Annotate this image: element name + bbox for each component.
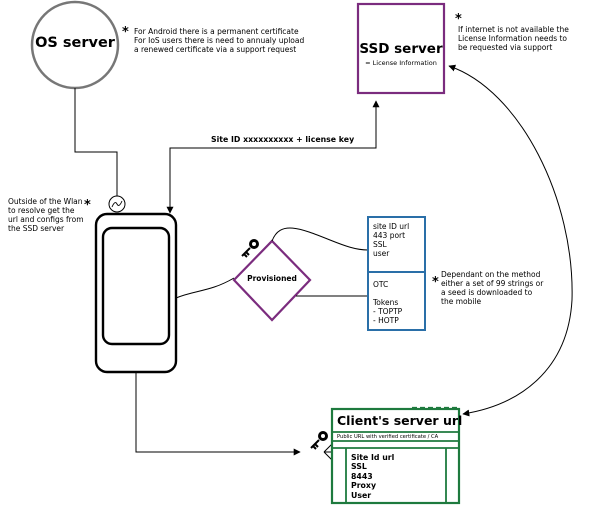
wlan-note-text: Outside of the Wlan to resolve get the u… [8, 197, 84, 233]
ssd-server-subtitle: = License Information [365, 59, 437, 67]
crows-foot-connector [323, 443, 333, 461]
client-key-icon [310, 431, 328, 450]
client-server-subtitle: Public URL with verified certificate / C… [337, 434, 439, 440]
site-info-top-text: site ID url 443 port SSL user [373, 222, 410, 258]
ssd-note-asterisk: * [455, 12, 462, 27]
key-icon [241, 239, 259, 258]
phone-to-client-arrow [135, 372, 301, 456]
method-note-asterisk: * [432, 275, 439, 290]
provisioned-to-sitebox-connector [271, 227, 369, 251]
wlan-note-asterisk: * [84, 198, 91, 213]
os-note-asterisk: * [122, 25, 129, 40]
site-info-bottom-text: OTC Tokens - TOPTP - HOTP [373, 280, 403, 325]
ssd-client-sync-arrow [448, 64, 573, 417]
os-to-phone-connector [74, 88, 118, 196]
phone-ssd-arrow [166, 100, 380, 214]
client-server-title: Client's server url [337, 413, 463, 428]
method-note-text: Dependant on the method either a set of … [441, 270, 544, 306]
os-server-title: OS server [35, 35, 115, 51]
phone-to-provisioned-connector [175, 277, 235, 299]
site-id-edge-label: Site ID xxxxxxxxxx + license key [211, 135, 355, 144]
client-server-box [330, 407, 461, 505]
ssd-server-title: SSD server [359, 41, 443, 57]
provisioned-label: Provisioned [247, 274, 297, 283]
ssd-server-node [356, 2, 446, 95]
mobile-phone-screen [101, 226, 171, 346]
provisioned-diamond [232, 239, 312, 322]
client-server-items: Site Id url SSL 8443 Proxy User [351, 453, 395, 500]
site-info-box [367, 216, 426, 331]
ssd-note-text: If internet is not available the License… [458, 25, 569, 52]
os-note-text: For Android there is a permanent certifi… [134, 27, 305, 54]
